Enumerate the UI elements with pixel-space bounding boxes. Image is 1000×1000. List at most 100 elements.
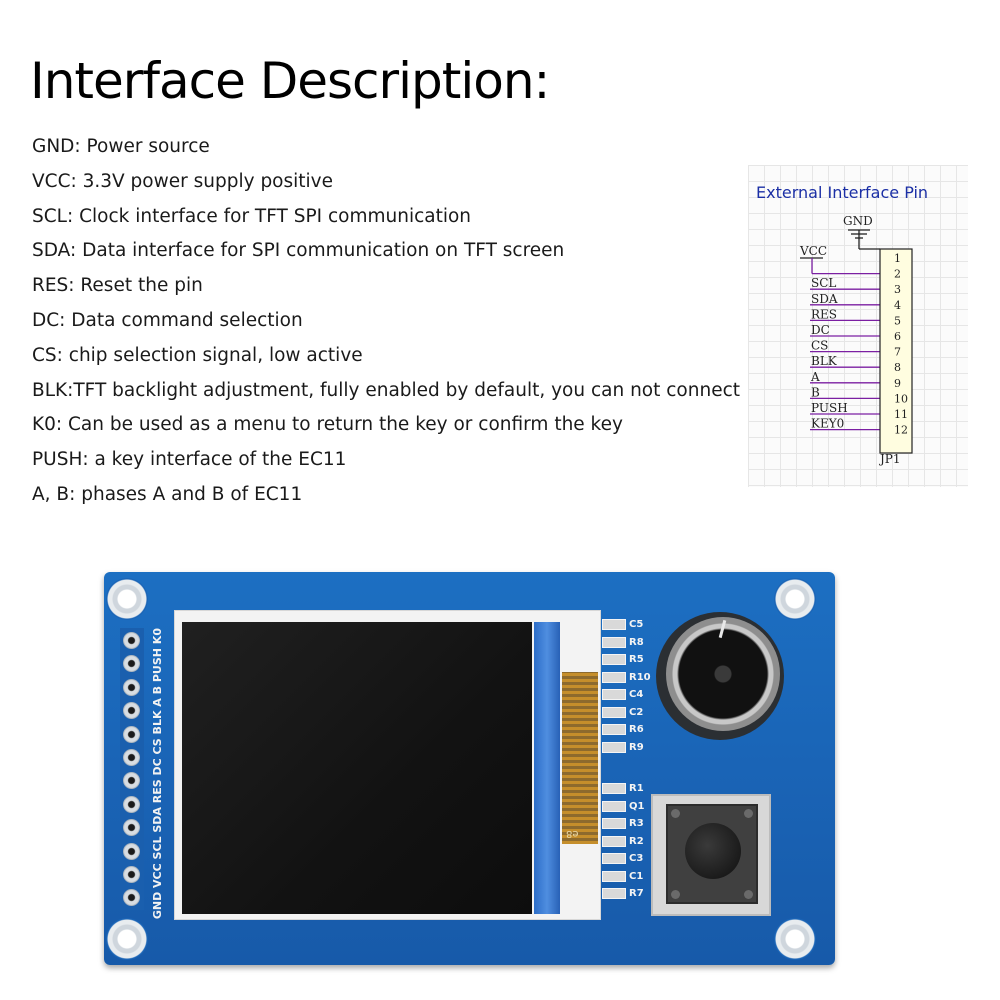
smd-part <box>602 689 626 700</box>
smd-part <box>602 888 626 899</box>
smd-part <box>602 818 626 829</box>
button-corner <box>671 890 680 899</box>
fpc-label: e8 <box>566 828 579 839</box>
interface-description-list: GND: Power source VCC: 3.3V power supply… <box>32 134 740 517</box>
pin-label: PUSH <box>811 401 848 415</box>
smd-part <box>602 724 626 735</box>
mounting-hole <box>774 918 816 960</box>
smd-component: R6 <box>602 723 644 736</box>
component-designator: R10 <box>629 671 651 683</box>
ec11-encoder-knob[interactable] <box>666 617 780 731</box>
mounting-hole <box>106 578 148 620</box>
component-designator: R1 <box>629 783 644 794</box>
smd-component: Q1 <box>602 800 644 813</box>
desc-scl: SCL: Clock interface for TFT SPI communi… <box>32 205 472 227</box>
pin-label: SDA <box>811 292 838 306</box>
pin-number: 5 <box>894 314 901 327</box>
desc-dc: DC: Data command selection <box>32 309 303 331</box>
header-pin <box>123 889 140 907</box>
smd-component: R7 <box>602 887 644 900</box>
smd-part <box>602 654 626 665</box>
button-corner <box>744 890 753 899</box>
pin-label: DC <box>811 323 830 337</box>
component-designator: C4 <box>629 689 644 700</box>
smd-component: R8 <box>602 636 644 649</box>
desc-sda: SDA: Data interface for SPI communicatio… <box>32 240 565 262</box>
smd-part <box>602 800 626 812</box>
header-pin <box>123 795 140 813</box>
pin-schematic: GND VCC JP1 123456789101112SCLSDARESDCCS… <box>799 214 913 466</box>
desc-res: RES: Reset the pin <box>32 275 203 297</box>
pin-number: 6 <box>894 330 901 343</box>
smd-component: R2 <box>602 835 644 848</box>
component-designator: R8 <box>629 636 644 648</box>
smd-part <box>602 870 626 882</box>
header-pin <box>123 842 140 860</box>
pin-number: 7 <box>894 346 901 359</box>
page-title: Interface Description: <box>30 52 550 110</box>
smd-component: R1 <box>602 782 644 795</box>
header-pin <box>123 655 140 673</box>
smd-component: R10 <box>602 671 651 684</box>
pin-number: 11 <box>894 408 908 421</box>
pin-number: 12 <box>894 424 908 437</box>
lcd-flex-edge <box>534 622 560 914</box>
smd-part <box>602 706 626 718</box>
header-pin <box>123 819 140 837</box>
smd-component: C3 <box>602 852 643 865</box>
pin-silkscreen-text: GND VCC SCL SDA RES DC CS BLK A B PUSH K… <box>151 628 164 920</box>
smd-component: C5 <box>602 618 643 631</box>
smd-part <box>602 671 626 683</box>
header-pin <box>123 772 140 790</box>
schematic-title: External Interface Pin <box>756 183 929 202</box>
desc-gnd: GND: Power source <box>32 136 210 157</box>
component-designator: R3 <box>629 818 644 829</box>
smd-component: R5 <box>602 653 644 666</box>
component-designator: R9 <box>629 741 644 753</box>
component-designator: C3 <box>629 853 644 864</box>
connector-body <box>879 248 913 454</box>
button-corner <box>744 809 753 818</box>
header-pin <box>123 725 140 743</box>
desc-vcc: VCC: 3.3V power supply positive <box>32 170 334 192</box>
component-designator: C2 <box>629 706 644 718</box>
lcd-module-board: GND VCC SCL SDA RES DC CS BLK A B PUSH K… <box>104 572 835 965</box>
pin-header <box>120 628 144 910</box>
desc-push: PUSH: a key interface of the EC11 <box>32 449 347 471</box>
pin-number: 1 <box>894 252 901 265</box>
smd-part <box>602 783 626 794</box>
desc-k0: K0: Can be used as a menu to return the … <box>32 414 623 436</box>
header-pin <box>123 678 140 696</box>
smd-part <box>602 741 626 753</box>
pin-silkscreen: GND VCC SCL SDA RES DC CS BLK A B PUSH K… <box>151 628 171 920</box>
smd-component: C2 <box>602 706 643 719</box>
smd-component: C1 <box>602 870 643 883</box>
gnd-label: GND <box>843 214 873 228</box>
component-designator: R6 <box>629 724 644 735</box>
smd-part <box>602 636 626 648</box>
pin-label: B <box>811 385 820 399</box>
component-designator: Q1 <box>629 800 645 812</box>
pin-number: 8 <box>894 361 901 374</box>
pin-label: RES <box>811 307 837 321</box>
pin-number: 3 <box>894 283 901 296</box>
smd-part <box>602 853 626 864</box>
pin-label: KEY0 <box>811 417 844 431</box>
button-corner <box>671 809 680 818</box>
pin-number: 10 <box>894 392 908 405</box>
smd-part <box>602 619 626 630</box>
key0-button[interactable] <box>685 823 741 879</box>
header-pin <box>123 749 140 766</box>
component-designator: C5 <box>629 619 644 630</box>
mounting-hole <box>774 578 816 620</box>
smd-component: R9 <box>602 741 644 754</box>
pin-label: SCL <box>811 276 836 290</box>
fpc-connector <box>562 672 598 844</box>
pin-label: CS <box>811 339 828 353</box>
component-designator: R7 <box>629 888 644 899</box>
lcd-screen <box>182 622 532 914</box>
mounting-hole <box>106 918 148 960</box>
connector-label: JP1 <box>878 452 901 466</box>
component-designator: R2 <box>629 835 644 847</box>
